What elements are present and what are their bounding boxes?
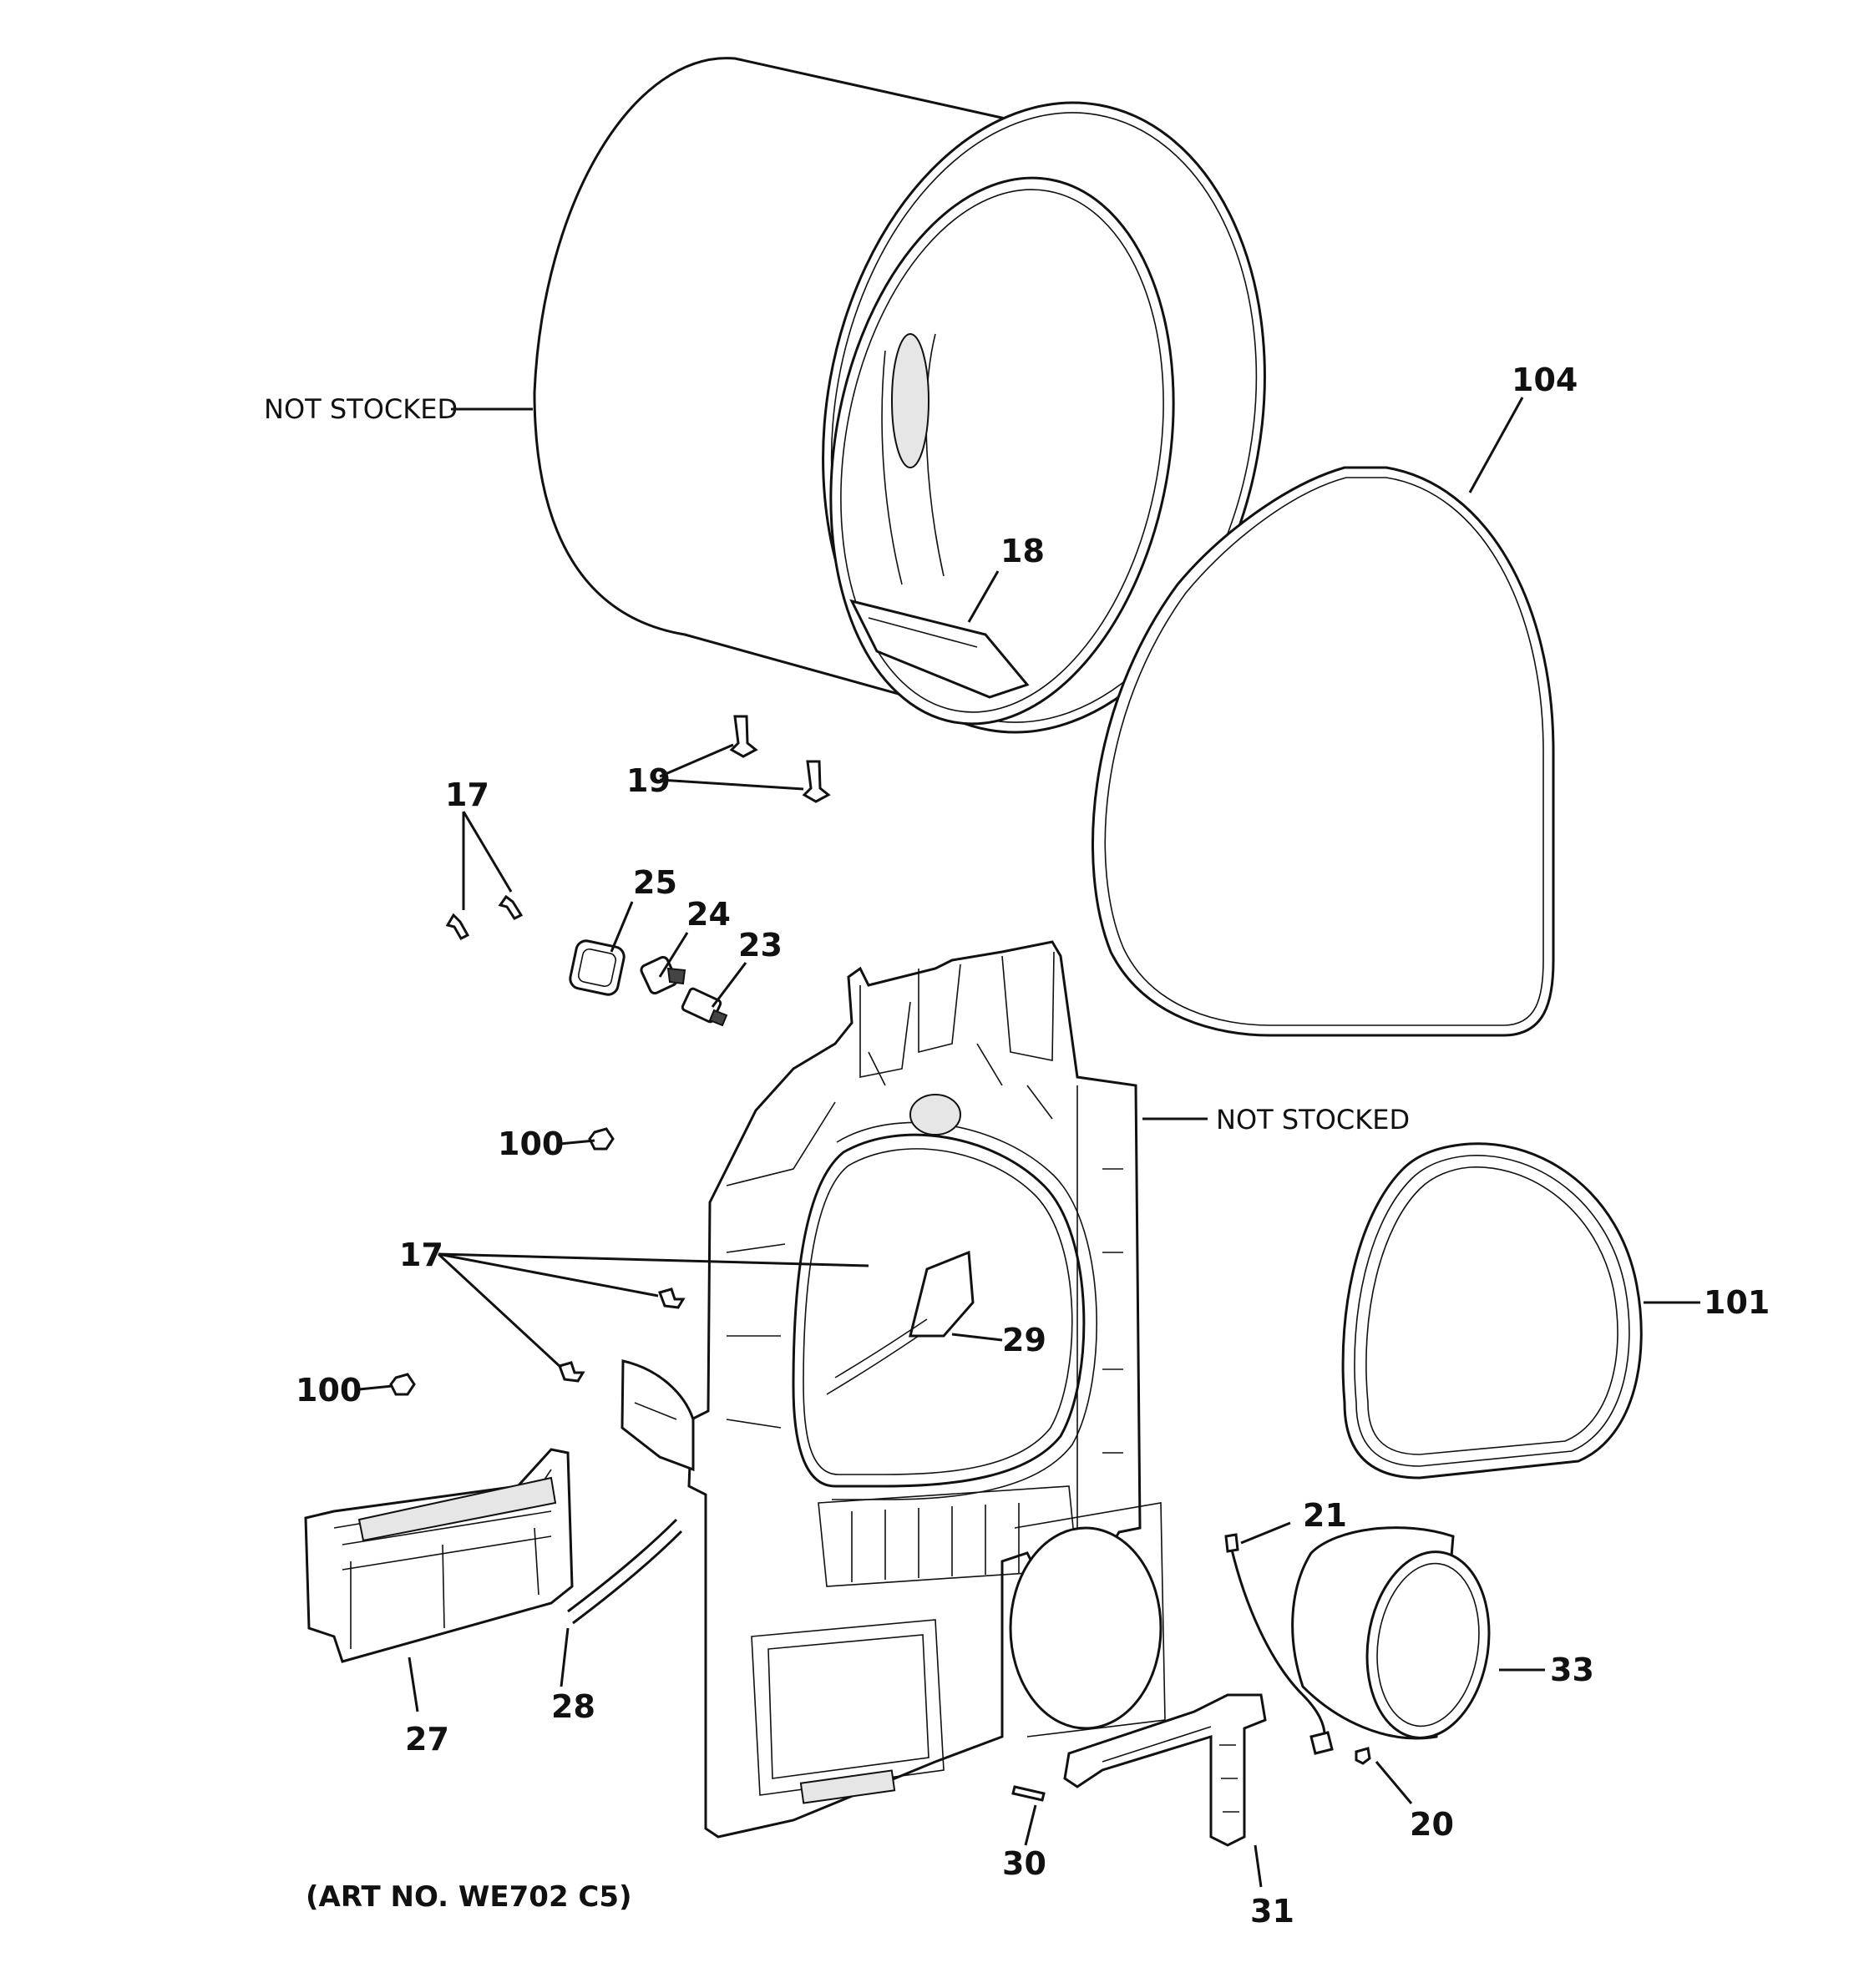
seal-strip xyxy=(567,1518,683,1625)
part-30 xyxy=(1011,1785,1046,1802)
bracket-31 xyxy=(1063,1693,1267,1847)
lint-duct-left xyxy=(620,1359,695,1472)
front-panel-screws-top xyxy=(445,894,524,940)
lint-filter xyxy=(304,1448,574,1663)
callout-31: 31 xyxy=(1250,1893,1294,1930)
drum xyxy=(533,57,1266,734)
front-panel-not-stocked-note: NOT STOCKED xyxy=(1216,1104,1410,1136)
drum-glide-screws xyxy=(729,715,831,803)
callout-100-bottom: 100 xyxy=(296,1372,362,1409)
callout-27: 27 xyxy=(405,1721,449,1758)
front-panel xyxy=(687,940,1166,1839)
exhaust-duct xyxy=(1291,1526,1491,1740)
callout-33: 33 xyxy=(1550,1652,1594,1688)
wire-harness xyxy=(1224,1533,1334,1755)
nuts-100 xyxy=(389,1127,615,1396)
callout-104: 104 xyxy=(1512,362,1578,398)
callout-17-mid: 17 xyxy=(399,1237,443,1273)
callout-21: 21 xyxy=(1303,1497,1347,1534)
callout-19: 19 xyxy=(626,762,671,799)
callout-25: 25 xyxy=(633,864,677,901)
callout-20: 20 xyxy=(1410,1806,1454,1843)
drum-gasket xyxy=(1092,466,1555,1037)
door-seal xyxy=(1341,1142,1643,1480)
screw-20 xyxy=(1355,1747,1371,1765)
callout-17-top: 17 xyxy=(445,776,489,813)
art-number: (ART NO. WE702 C5) xyxy=(306,1880,632,1914)
callout-18: 18 xyxy=(1000,533,1045,569)
callout-100-top: 100 xyxy=(498,1126,564,1162)
callout-30: 30 xyxy=(1002,1845,1046,1882)
leader-lines xyxy=(358,397,1700,1888)
door-switch-parts xyxy=(569,939,728,1027)
callout-24: 24 xyxy=(686,896,731,933)
callout-28: 28 xyxy=(551,1688,595,1725)
drum-not-stocked-note: NOT STOCKED xyxy=(264,393,458,425)
callout-101: 101 xyxy=(1704,1284,1770,1321)
callout-29: 29 xyxy=(1002,1322,1046,1358)
callout-23: 23 xyxy=(738,927,783,964)
